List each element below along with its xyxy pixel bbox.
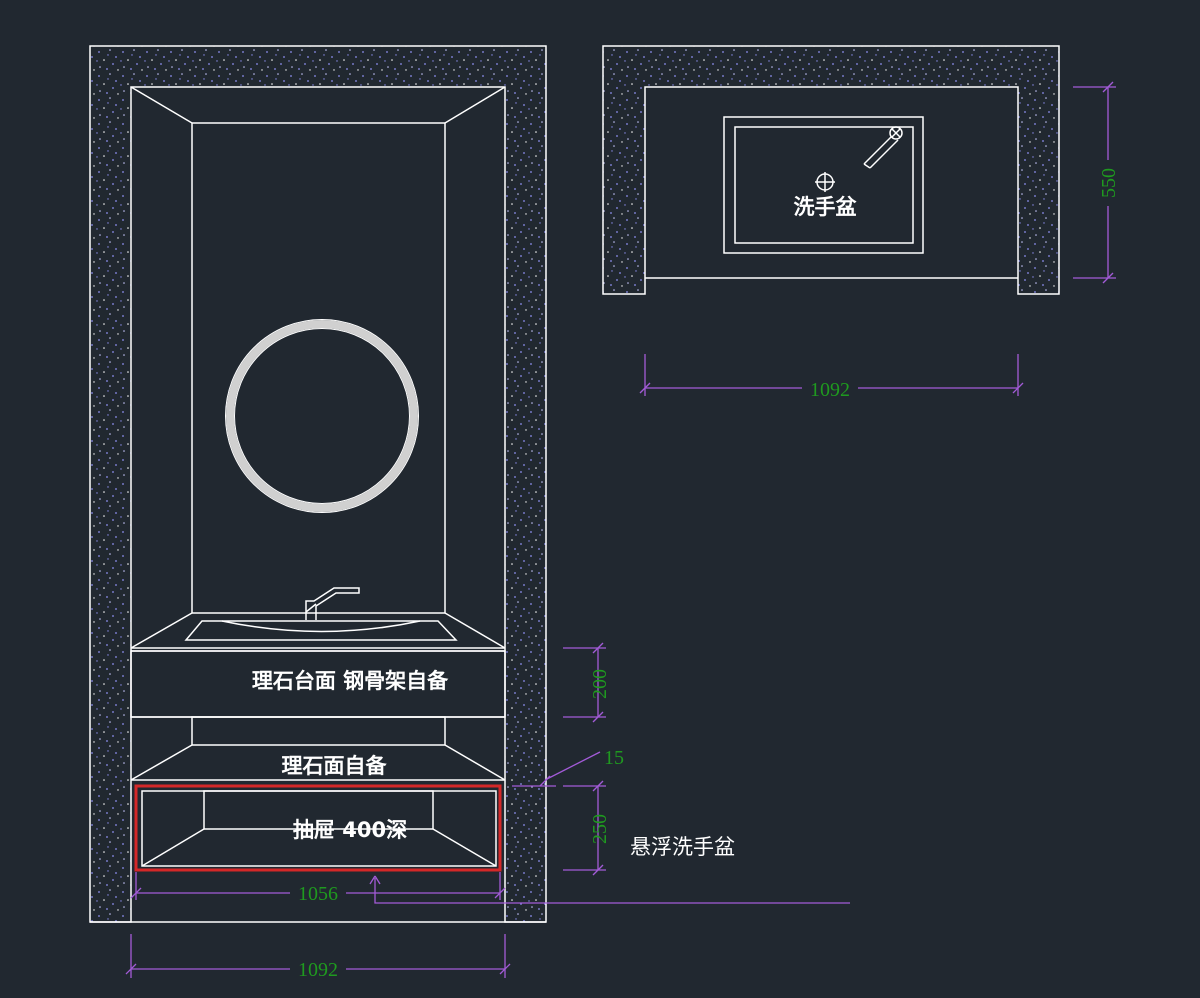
plan-faucet-icon	[863, 126, 903, 169]
drain-icon	[815, 172, 835, 192]
dimension-front-inner: 1056	[298, 883, 338, 905]
dimension-top-width: 1092	[810, 379, 850, 401]
plan-basin-outer	[723, 116, 924, 254]
round-mirror	[226, 320, 418, 512]
front-elevation: 理石台面 钢骨架自备 理石面自备 抽屉 400深	[89, 45, 547, 923]
faucet-icon	[305, 587, 360, 620]
plan-basin-label: 洗手盆	[794, 195, 858, 219]
dimension-gap: 15	[604, 747, 624, 769]
dimension-top-depth: 550	[1098, 168, 1120, 198]
back-panel	[191, 122, 446, 614]
countertop-label: 理石台面 钢骨架自备	[252, 669, 449, 693]
dimension-drawer-height: 250	[589, 814, 611, 844]
basin-bowl	[184, 620, 458, 641]
drawer-label: 抽屉 400深	[293, 818, 407, 842]
dimension-front-outer: 1092	[298, 959, 338, 981]
dimension-countertop-height: 200	[589, 669, 611, 699]
drawer-highlight	[134, 784, 502, 872]
front-dimensions: 1092 1056 200 15 250	[125, 642, 850, 981]
plan-view: 洗手盆	[602, 45, 1060, 295]
plan-basin-inner	[734, 126, 914, 244]
plan-dimensions: 550 1092	[639, 81, 1120, 401]
floating-basin-label: 悬浮洗手盆	[630, 835, 735, 859]
plan-wall-frame	[602, 45, 1060, 295]
marble-surface-label: 理石面自备	[282, 754, 388, 778]
